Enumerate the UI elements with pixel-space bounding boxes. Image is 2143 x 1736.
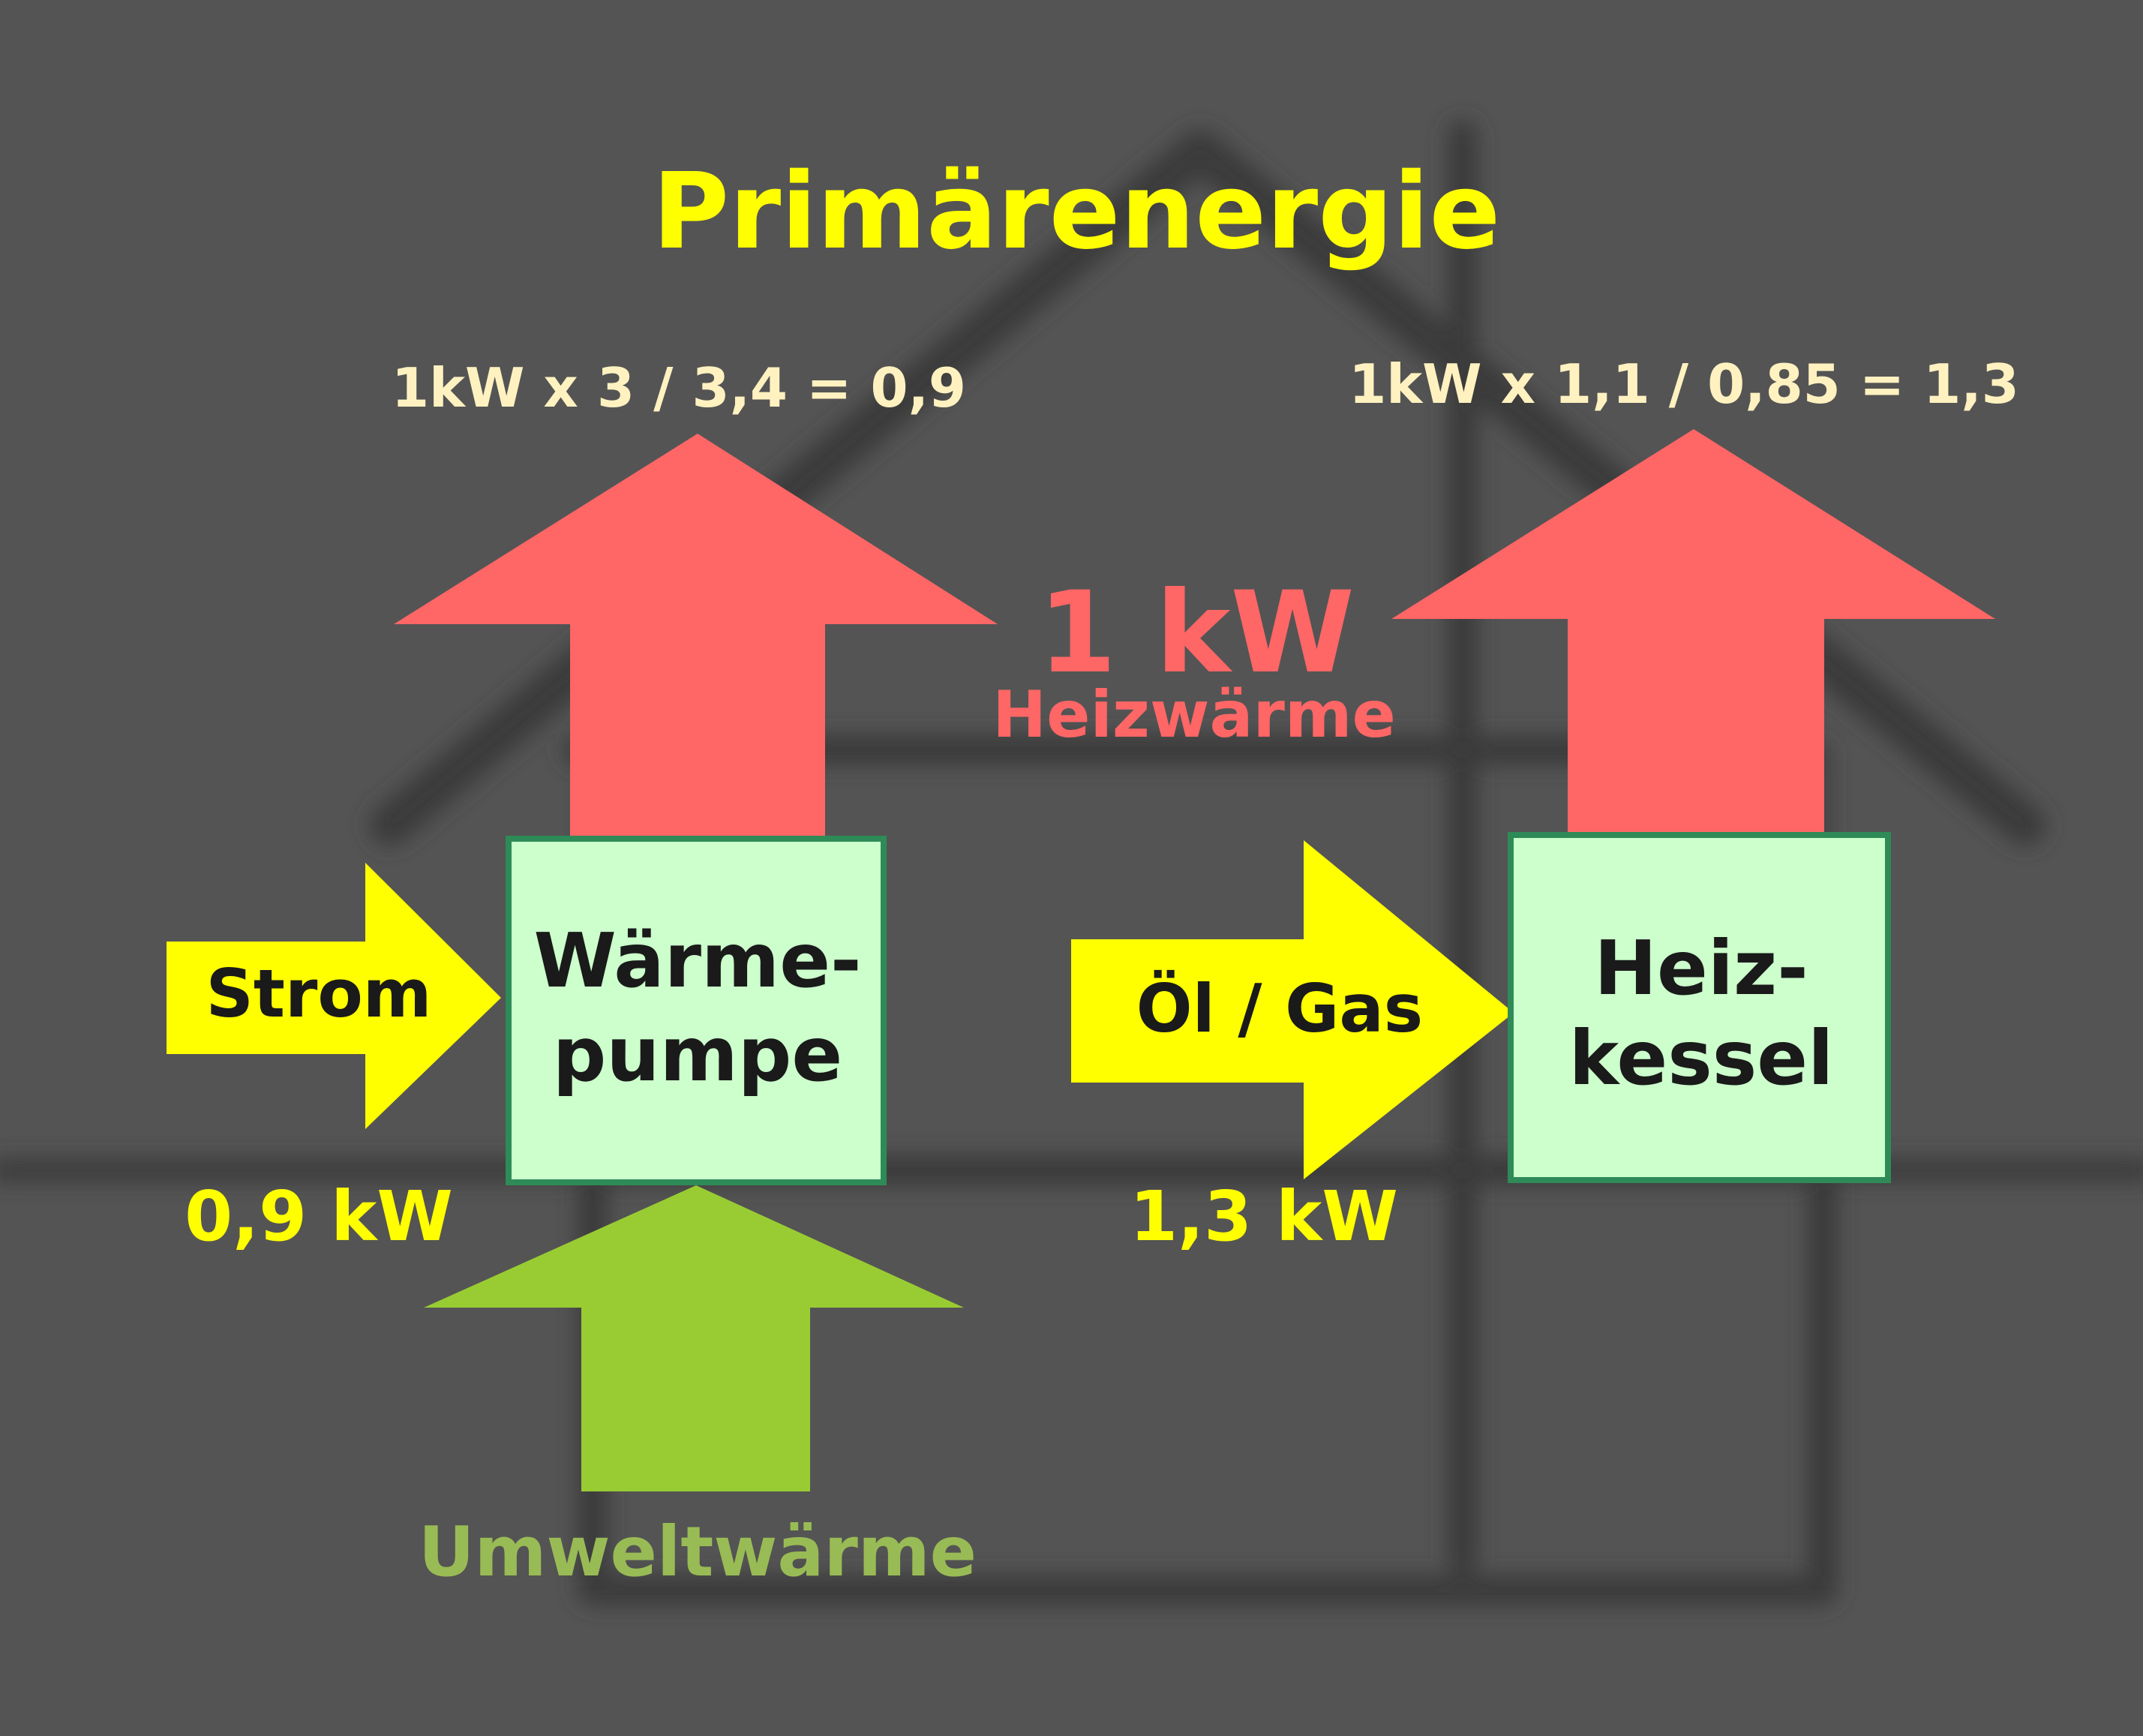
heat-pump-primary-arrow [394, 434, 998, 836]
umweltwaerme-arrow [424, 1185, 964, 1491]
boiler-box [1508, 832, 1891, 1183]
title: Primärenergie [653, 151, 1501, 273]
heat-pump-box-line1: Wärme- [533, 917, 861, 1005]
heat-pump-box [506, 836, 887, 1185]
umweltwaerme-label: Umweltwärme [419, 1512, 977, 1592]
heat-pump-formula: 1kW x 3 / 3,4 = 0,9 [392, 356, 966, 419]
oel-gas-label: Öl / Gas [1136, 970, 1423, 1047]
boiler-primary-arrow [1391, 429, 1995, 833]
boiler-box-line1: Heiz- [1594, 924, 1808, 1012]
strom-arrow [167, 863, 501, 1129]
center-label: Heizwärme [992, 677, 1396, 752]
strom-label: Strom [206, 955, 432, 1032]
strom-value: 0,9 kW [185, 1176, 453, 1257]
heat-pump-box-line2: pumpe [553, 1011, 842, 1098]
oel-gas-value: 1,3 kW [1130, 1176, 1398, 1257]
center-value: 1 kW [1038, 568, 1355, 698]
boiler-box-line2: kessel [1569, 1014, 1834, 1102]
oel-gas-arrow [1071, 840, 1514, 1179]
boiler-formula: 1kW x 1,1 / 0,85 = 1,3 [1349, 353, 2019, 416]
